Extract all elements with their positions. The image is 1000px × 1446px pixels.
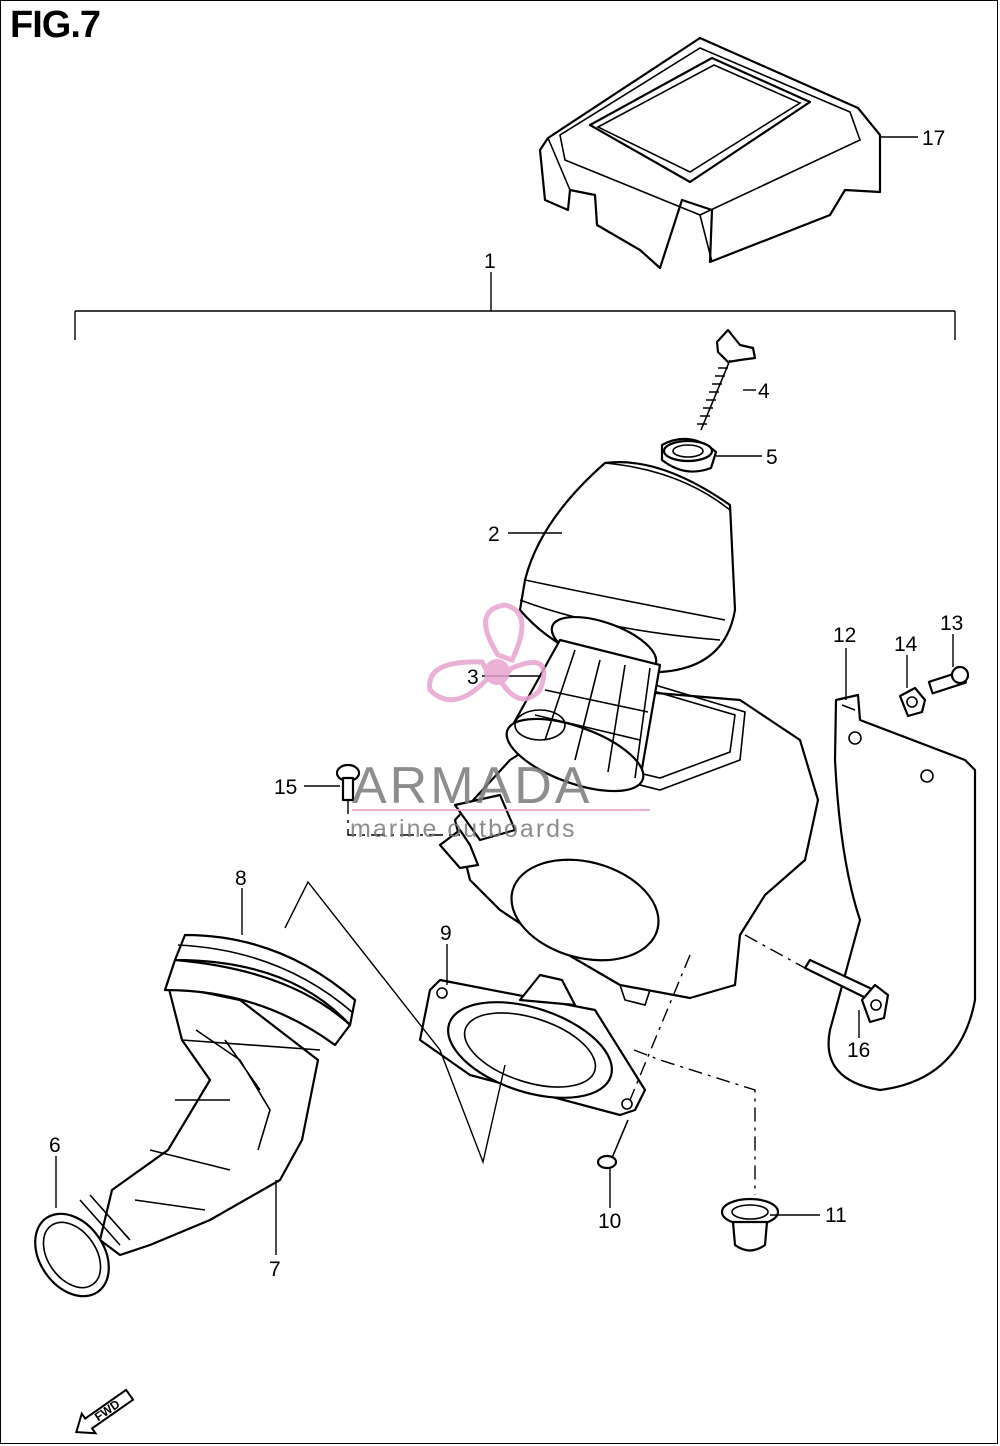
callout-15: 15 bbox=[274, 776, 297, 799]
assembly-bracket bbox=[74, 272, 956, 340]
callout-8: 8 bbox=[235, 867, 247, 890]
watermark: ARMADA marine outboards bbox=[350, 602, 650, 843]
callout-3: 3 bbox=[467, 666, 479, 689]
part-12-bracket bbox=[827, 693, 977, 1092]
callout-9: 9 bbox=[440, 922, 452, 945]
callout-13: 13 bbox=[940, 612, 963, 635]
propeller-icon bbox=[427, 602, 547, 703]
figure-title: FIG.7 bbox=[10, 4, 101, 46]
part-11-plug bbox=[720, 1197, 780, 1252]
watermark-brand: ARMADA bbox=[352, 757, 592, 815]
callout-10: 10 bbox=[598, 1210, 621, 1233]
watermark-tagline: marine outboards bbox=[350, 815, 577, 843]
callout-5: 5 bbox=[766, 446, 778, 469]
part-5-grommet bbox=[660, 437, 718, 473]
callout-7: 7 bbox=[269, 1258, 281, 1281]
callout-labels: 1 2 3 4 5 6 7 8 9 10 11 12 13 14 15 16 1… bbox=[49, 127, 963, 1281]
part-6-hose-clamp bbox=[34, 1194, 131, 1298]
fwd-arrow: FWD bbox=[75, 1388, 135, 1435]
callout-17: 17 bbox=[922, 127, 945, 150]
callout-11: 11 bbox=[825, 1204, 847, 1227]
part-17-cover bbox=[538, 36, 882, 270]
callout-6: 6 bbox=[49, 1134, 61, 1157]
callout-4: 4 bbox=[758, 380, 770, 403]
callout-16: 16 bbox=[847, 1039, 870, 1062]
assembly-lines bbox=[284, 800, 806, 1195]
part-14-nut bbox=[898, 686, 927, 718]
callout-1: 1 bbox=[484, 250, 496, 273]
part-4-wing-bolt bbox=[697, 328, 757, 431]
callout-12: 12 bbox=[833, 624, 856, 647]
callout-2: 2 bbox=[488, 523, 500, 546]
callout-14: 14 bbox=[894, 633, 918, 656]
part-16-bolt bbox=[803, 958, 890, 1024]
part-3-filter-cage bbox=[505, 615, 662, 793]
leader-lines bbox=[55, 136, 954, 1255]
part-8-clamp-band bbox=[163, 933, 357, 1047]
part-9-flange bbox=[418, 973, 647, 1117]
part-10-screw bbox=[596, 1119, 629, 1170]
part-13-bolt bbox=[927, 665, 970, 695]
part-7-intake-duct bbox=[98, 983, 321, 1257]
